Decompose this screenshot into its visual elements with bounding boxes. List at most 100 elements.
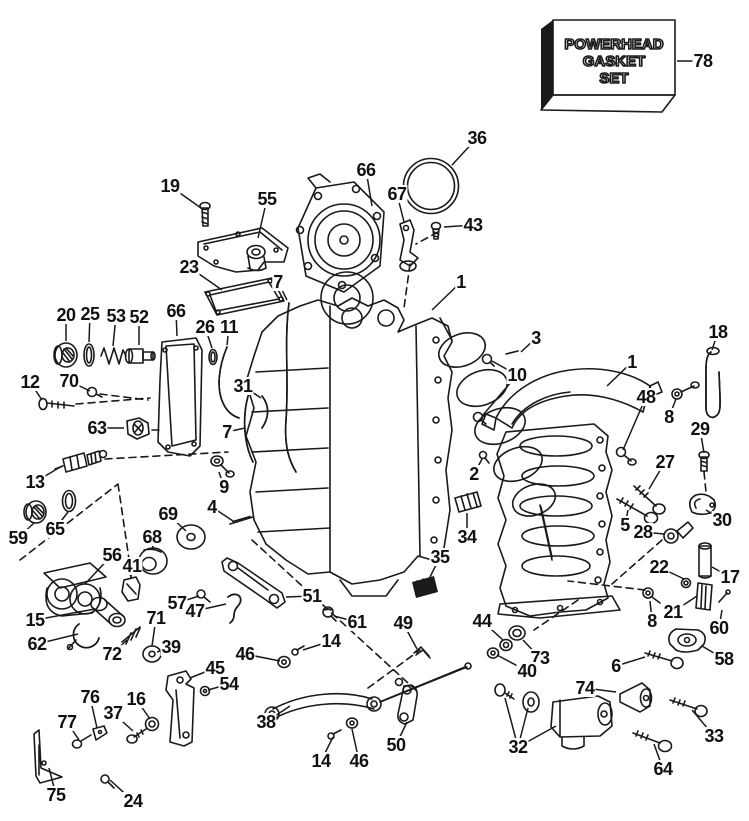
link-arm-38: [264, 692, 382, 722]
bolt-64: [632, 730, 673, 753]
gasket-23: [204, 277, 285, 316]
pin-14-lower: [327, 729, 342, 740]
washer-69: [176, 524, 206, 550]
washer-40: [486, 647, 500, 659]
callout-20: 20: [55, 305, 77, 325]
callout-63: 63: [86, 418, 108, 438]
callout-47: 47: [184, 601, 206, 621]
callout-71: 71: [145, 608, 167, 628]
callout-4: 4: [206, 497, 218, 517]
fitting-9: [210, 455, 235, 478]
washer-32: [522, 691, 540, 713]
bolt-33: [669, 697, 708, 718]
pin-60: [718, 589, 731, 603]
callout-54: 54: [218, 674, 240, 694]
callout-24: 24: [122, 791, 144, 811]
mount-bracket-51: [221, 557, 286, 609]
callout-38: 38: [255, 712, 277, 732]
washer-46-upper: [277, 655, 291, 669]
callout-74: 74: [574, 678, 596, 698]
callout-32: 32: [507, 737, 529, 757]
bolt-6: [644, 650, 684, 670]
fitting-48: [615, 446, 637, 466]
sleeve-15: [90, 596, 126, 628]
callout-44: 44: [471, 611, 493, 631]
bushing-74: [619, 682, 653, 713]
cam-follower-47: [227, 593, 242, 624]
callout-61: 61: [346, 612, 368, 632]
o-ring-22: [680, 577, 692, 589]
callout-16: 16: [125, 689, 147, 709]
callout-37: 37: [102, 703, 124, 723]
callout-57: 57: [166, 593, 188, 613]
cylinder-block-1: [245, 297, 453, 597]
hose-7: [243, 389, 254, 463]
callout-65: 65: [44, 519, 66, 539]
callout-64: 64: [652, 759, 674, 779]
callout-46-lower: 46: [348, 751, 370, 771]
callout-15: 15: [24, 610, 46, 630]
callout-34: 34: [456, 527, 478, 547]
shift-bracket-45: [165, 670, 195, 747]
screw-54: [199, 685, 211, 697]
crankshaft: [437, 317, 557, 561]
callout-58: 58: [713, 649, 735, 669]
gasket-box-line-3: SET: [599, 70, 628, 87]
screw-29: [698, 450, 710, 472]
screen-35: [412, 576, 438, 598]
callout-27: 27: [654, 452, 676, 472]
callout-9: 9: [218, 477, 230, 497]
callout-1-crankcase: 1: [626, 352, 638, 372]
cotter-pin-49: [413, 646, 431, 659]
callout-13: 13: [24, 472, 46, 492]
callout-7-strip: 7: [272, 272, 284, 292]
screw-57: [196, 589, 211, 603]
callout-56: 56: [101, 545, 123, 565]
callout-31: 31: [232, 376, 254, 396]
callout-50: 50: [385, 735, 407, 755]
callout-2: 2: [468, 464, 480, 484]
callout-51: 51: [301, 586, 323, 606]
nut-16: [144, 716, 160, 732]
clip-76: [92, 725, 108, 741]
gasket-box-line-1: POWERHEAD: [564, 36, 663, 53]
o-ring-26: [208, 348, 218, 366]
callout-40: 40: [516, 661, 538, 681]
pin-3: [505, 350, 519, 355]
callout-55: 55: [256, 189, 278, 209]
callout-12: 12: [19, 372, 41, 392]
callout-30: 30: [711, 510, 733, 530]
lever-50: [394, 677, 418, 725]
spring-72: [121, 626, 141, 645]
bracket-21: [695, 582, 713, 611]
callout-41: 41: [121, 556, 143, 576]
callout-76: 76: [79, 687, 101, 707]
callout-18: 18: [707, 322, 729, 342]
washer-46-lower: [345, 717, 359, 729]
elbow-28: [663, 521, 694, 544]
anode-58: [668, 628, 706, 653]
bolt-12: [38, 397, 75, 411]
shift-rod: [379, 662, 472, 703]
callout-53: 53: [105, 306, 127, 326]
screws-10: [472, 353, 495, 425]
callout-14-upper: 14: [320, 631, 342, 651]
callout-60: 60: [708, 618, 730, 638]
callout-35: 35: [429, 547, 451, 567]
callout-75: 75: [45, 785, 67, 805]
dowel-34: [454, 491, 482, 513]
callout-59: 59: [7, 528, 29, 548]
clamp-30: [688, 493, 717, 516]
callout-25: 25: [79, 304, 101, 324]
callout-14-lower: 14: [310, 751, 332, 771]
hose-11: [218, 346, 240, 419]
callout-68: 68: [141, 527, 163, 547]
bolt-37: [126, 728, 147, 744]
callout-66-exhaust-plate: 66: [165, 301, 187, 321]
gasket-box-line-2: GASKET: [583, 53, 646, 70]
callout-36: 36: [466, 128, 488, 148]
tube-31: [261, 395, 269, 429]
callout-1-block: 1: [455, 272, 467, 292]
